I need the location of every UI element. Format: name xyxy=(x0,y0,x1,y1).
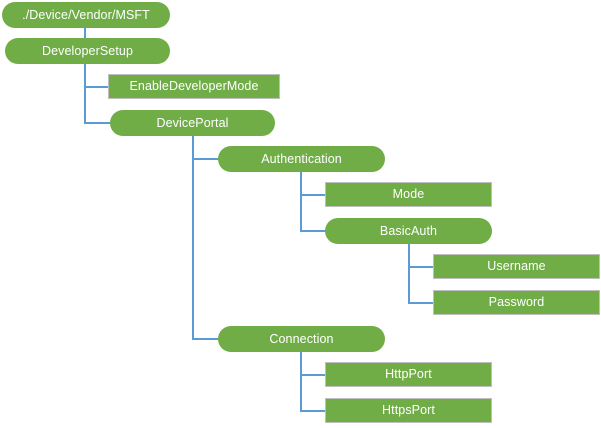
connector-line xyxy=(84,64,112,124)
tree-node-label: EnableDeveloperMode xyxy=(129,79,259,94)
connector-line xyxy=(300,352,325,412)
tree-node-label: Username xyxy=(487,259,546,274)
connector-line xyxy=(192,136,220,340)
connector-connection-to-httpport xyxy=(300,352,325,376)
connector-developersetup-to-enabledevelopermode xyxy=(84,64,108,88)
tree-node-authentication[interactable]: Authentication xyxy=(218,146,385,172)
connector-deviceportal-to-authentication xyxy=(192,136,220,160)
connector-authentication-to-basicauth xyxy=(300,172,327,232)
tree-node-label: Password xyxy=(488,295,545,310)
connector-line xyxy=(300,172,327,232)
tree-node-enabledevelopermode[interactable]: EnableDeveloperMode xyxy=(108,74,280,99)
tree-node-mode[interactable]: Mode xyxy=(325,182,492,207)
connector-line xyxy=(192,136,220,160)
tree-node-root[interactable]: ./Device/Vendor/MSFT xyxy=(2,2,170,28)
connector-developersetup-to-deviceportal xyxy=(84,64,112,124)
connector-basicauth-to-username xyxy=(408,244,433,268)
tree-node-httpport[interactable]: HttpPort xyxy=(325,362,492,387)
tree-node-basicauth[interactable]: BasicAuth xyxy=(325,218,492,244)
tree-node-httpsport[interactable]: HttpsPort xyxy=(325,398,492,423)
tree-node-label: Mode xyxy=(392,187,425,202)
tree-node-developersetup[interactable]: DeveloperSetup xyxy=(5,38,170,64)
tree-node-connection[interactable]: Connection xyxy=(218,326,385,352)
tree-node-label: DeveloperSetup xyxy=(41,43,134,58)
tree-node-label: HttpPort xyxy=(385,367,432,382)
connector-basicauth-to-password xyxy=(408,244,433,304)
tree-node-label: Authentication xyxy=(261,151,342,166)
connector-authentication-to-mode xyxy=(300,172,325,196)
connector-line xyxy=(408,244,433,268)
tree-node-label: Connection xyxy=(269,331,334,346)
connector-line xyxy=(300,352,325,376)
connector-connection-to-httpsport xyxy=(300,352,325,412)
connector-line xyxy=(300,172,325,196)
tree-node-label: ./Device/Vendor/MSFT xyxy=(22,7,150,22)
tree-node-deviceportal[interactable]: DevicePortal xyxy=(110,110,275,136)
connector-line xyxy=(408,244,433,304)
tree-node-label: DevicePortal xyxy=(156,115,229,130)
tree-node-label: HttpsPort xyxy=(382,403,435,418)
connector-deviceportal-to-connection xyxy=(192,136,220,340)
tree-node-password[interactable]: Password xyxy=(433,290,600,315)
tree-node-username[interactable]: Username xyxy=(433,254,600,279)
tree-node-label: BasicAuth xyxy=(379,223,438,238)
connector-line xyxy=(84,64,108,88)
